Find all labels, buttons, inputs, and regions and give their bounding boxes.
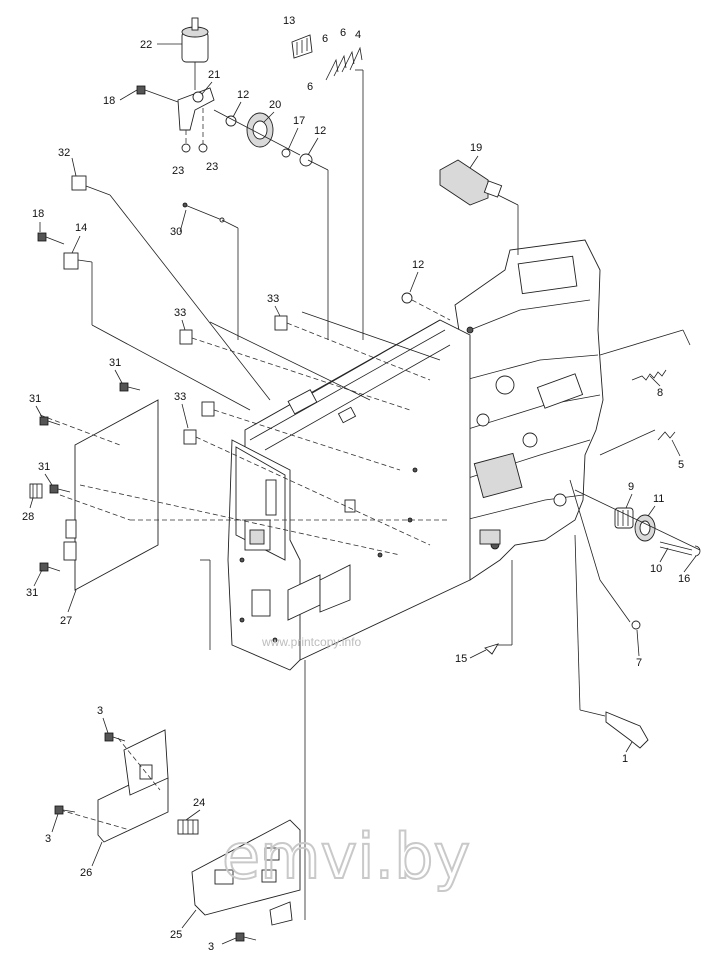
label-leader-stubs <box>29 43 697 945</box>
part-label-10: 10 <box>650 563 662 575</box>
part-label-33: 33 <box>174 391 186 403</box>
bracket-26 <box>59 729 169 843</box>
part-label-28: 28 <box>22 511 34 523</box>
part-label-31: 31 <box>29 393 41 405</box>
screw-3-set <box>54 732 257 942</box>
part-label-30: 30 <box>170 226 182 238</box>
watermark-large: emvi.by <box>222 820 470 893</box>
springs-6-4 <box>325 46 364 340</box>
connector-32 <box>71 175 271 401</box>
part-label-13: 13 <box>283 15 295 27</box>
part-label-9: 9 <box>628 481 634 493</box>
part-label-16: 16 <box>678 573 690 585</box>
part-label-15: 15 <box>455 653 467 665</box>
part-label-33: 33 <box>174 307 186 319</box>
part-label-17: 17 <box>293 115 305 127</box>
part-label-32: 32 <box>58 147 70 159</box>
part-label-20: 20 <box>269 99 281 111</box>
connector-28 <box>29 483 43 499</box>
connector-24 <box>177 819 199 835</box>
screw-31-set <box>39 382 141 572</box>
part-label-1: 1 <box>622 753 628 765</box>
parts-right-side <box>401 292 701 749</box>
part-label-4: 4 <box>355 29 361 41</box>
part-label-5: 5 <box>678 459 684 471</box>
connector-13 <box>291 34 313 59</box>
part-label-19: 19 <box>470 142 482 154</box>
part-label-7: 7 <box>636 657 642 669</box>
part-label-14: 14 <box>75 222 87 234</box>
motor-22 <box>181 17 209 90</box>
part-label-12: 12 <box>237 89 249 101</box>
part-label-31: 31 <box>109 357 121 369</box>
wire-30 <box>182 202 239 340</box>
part-label-23: 23 <box>172 165 184 177</box>
bracket-21 <box>177 87 215 131</box>
part-label-21: 21 <box>208 69 220 81</box>
watermark-small: www.printcopy.info <box>261 635 361 649</box>
part-label-8: 8 <box>657 387 663 399</box>
part-label-18: 18 <box>103 95 115 107</box>
part-label-12: 12 <box>314 125 326 137</box>
part-label-31: 31 <box>26 587 38 599</box>
plate-25 <box>191 660 306 926</box>
small-parts-top-left <box>136 85 313 167</box>
part-label-6: 6 <box>340 27 346 39</box>
part-label-24: 24 <box>193 797 205 809</box>
part-label-6: 6 <box>322 33 328 45</box>
part-label-6: 6 <box>307 81 313 93</box>
solenoid-19 <box>439 159 519 255</box>
part-label-33: 33 <box>267 293 279 305</box>
leader-lines-center <box>79 159 450 650</box>
part-label-22: 22 <box>140 39 152 51</box>
main-frame-assembly <box>244 239 604 661</box>
part-label-3: 3 <box>208 941 214 953</box>
part-14-and-screw-18 <box>37 232 251 411</box>
part-number-labels: 22 21 18 12 20 17 12 23 23 13 6 6 4 6 32… <box>22 15 690 953</box>
part-label-25: 25 <box>170 929 182 941</box>
part-label-26: 26 <box>80 867 92 879</box>
pwb-board-27 <box>39 399 159 591</box>
part-label-11: 11 <box>653 493 664 505</box>
part-label-27: 27 <box>60 615 72 627</box>
left-side-plate <box>227 439 351 671</box>
gear-20 <box>246 112 274 148</box>
part-label-18: 18 <box>32 208 44 220</box>
sensors-33 <box>179 315 288 445</box>
part-label-23: 23 <box>206 161 218 173</box>
part-label-3: 3 <box>45 833 51 845</box>
part-label-3: 3 <box>97 705 103 717</box>
part-label-31: 31 <box>38 461 50 473</box>
part-label-12: 12 <box>412 259 424 271</box>
